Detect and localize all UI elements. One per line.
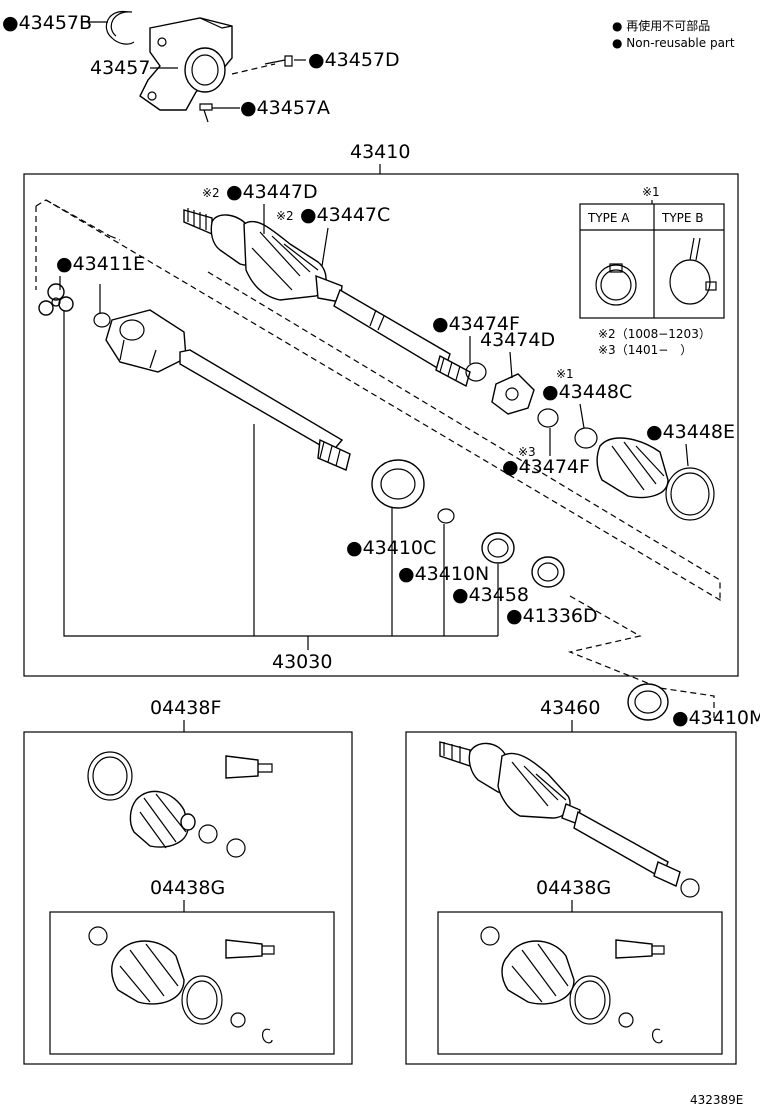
boot-kit-04438G-right (480, 926, 665, 1044)
kit-box-04438G-left (49, 911, 335, 1055)
clamp-43474F-b (537, 408, 559, 428)
boot-kit-04438G-left (88, 926, 275, 1044)
label-43448E: ●43448E (646, 421, 735, 443)
label-43447D: ●43447D (226, 181, 318, 203)
seal-41336D (531, 556, 565, 588)
mark-43474F2: ※3 (518, 445, 536, 459)
type-b-label: TYPE B (661, 211, 704, 225)
driveshaft-43460 (439, 741, 700, 898)
snap-ring-43457B (105, 10, 135, 45)
seal-43458 (481, 532, 515, 564)
bracket-assembly (88, 10, 306, 123)
label-43474D: 43474D (480, 329, 555, 351)
label-43457: 43457 (90, 57, 150, 79)
outer-shaft-assembly (183, 208, 471, 388)
label-04438G-left: 04438G (150, 877, 225, 899)
clamp-43448C (574, 427, 598, 449)
seal-43410M (627, 683, 669, 721)
figure-id: 432389E (690, 1093, 743, 1107)
tripod-joint-43411E (38, 283, 74, 316)
label-04438G-right: 04438G (536, 877, 611, 899)
boot-kit-04438F (87, 751, 273, 858)
label-43410C: ●43410C (346, 537, 436, 559)
snap-ring-43411E (93, 312, 111, 328)
clamp-type-a (595, 264, 637, 306)
label-43410M: ●43410M (672, 707, 760, 729)
label-43457A: ●43457A (240, 97, 330, 119)
label-43460: 43460 (540, 697, 600, 719)
label-43474F: ●43474F (432, 313, 520, 335)
label-43474F-b: ●43474F (502, 456, 590, 478)
type-a-label: TYPE A (587, 211, 630, 225)
mark-43447D: ※2 (202, 186, 220, 200)
label-43447C: ●43447C (300, 204, 390, 226)
kit-box-43460 (405, 731, 737, 1065)
note-3: ※3（1401− ） (598, 343, 692, 357)
label-43410: 43410 (350, 141, 410, 163)
clamp-43474F (465, 362, 487, 382)
boot-43448E (596, 437, 715, 521)
mark-43448C: ※1 (556, 367, 574, 381)
bearing-43410C (371, 459, 425, 509)
clamp-type-b (669, 259, 711, 305)
label-41336D: ●41336D (506, 605, 598, 627)
label-43457B: ●43457B (2, 12, 92, 34)
label-43030: 43030 (272, 651, 332, 673)
leader-43030 (63, 310, 498, 637)
type-box: ※1 TYPE A TYPE B (579, 185, 725, 319)
snap-ring-43410N (437, 508, 455, 524)
label-04438F: 04438F (150, 697, 221, 719)
mark-43447C: ※2 (276, 209, 294, 223)
label-43458: ●43458 (452, 584, 529, 606)
label-43448C: ●43448C (542, 381, 632, 403)
inner-dashed-outline (35, 199, 721, 602)
note-2: ※2（1008−1203） (598, 327, 711, 341)
type-box-mark: ※1 (642, 185, 660, 199)
kit-box-04438F (23, 731, 353, 1065)
damper-43474D (491, 373, 535, 415)
bolt-43457A (199, 103, 213, 123)
legend-en: ● Non-reusable part (612, 36, 735, 50)
label-43457D: ●43457D (308, 49, 400, 71)
legend-jp: ● 再使用不可部品 (612, 18, 710, 33)
kit-box-04438G-right (437, 911, 723, 1055)
inner-shaft-assembly (105, 309, 351, 471)
assembly-box-43410 (23, 173, 739, 677)
label-43411E: ●43411E (56, 253, 145, 275)
bolt-43457D (264, 55, 293, 67)
